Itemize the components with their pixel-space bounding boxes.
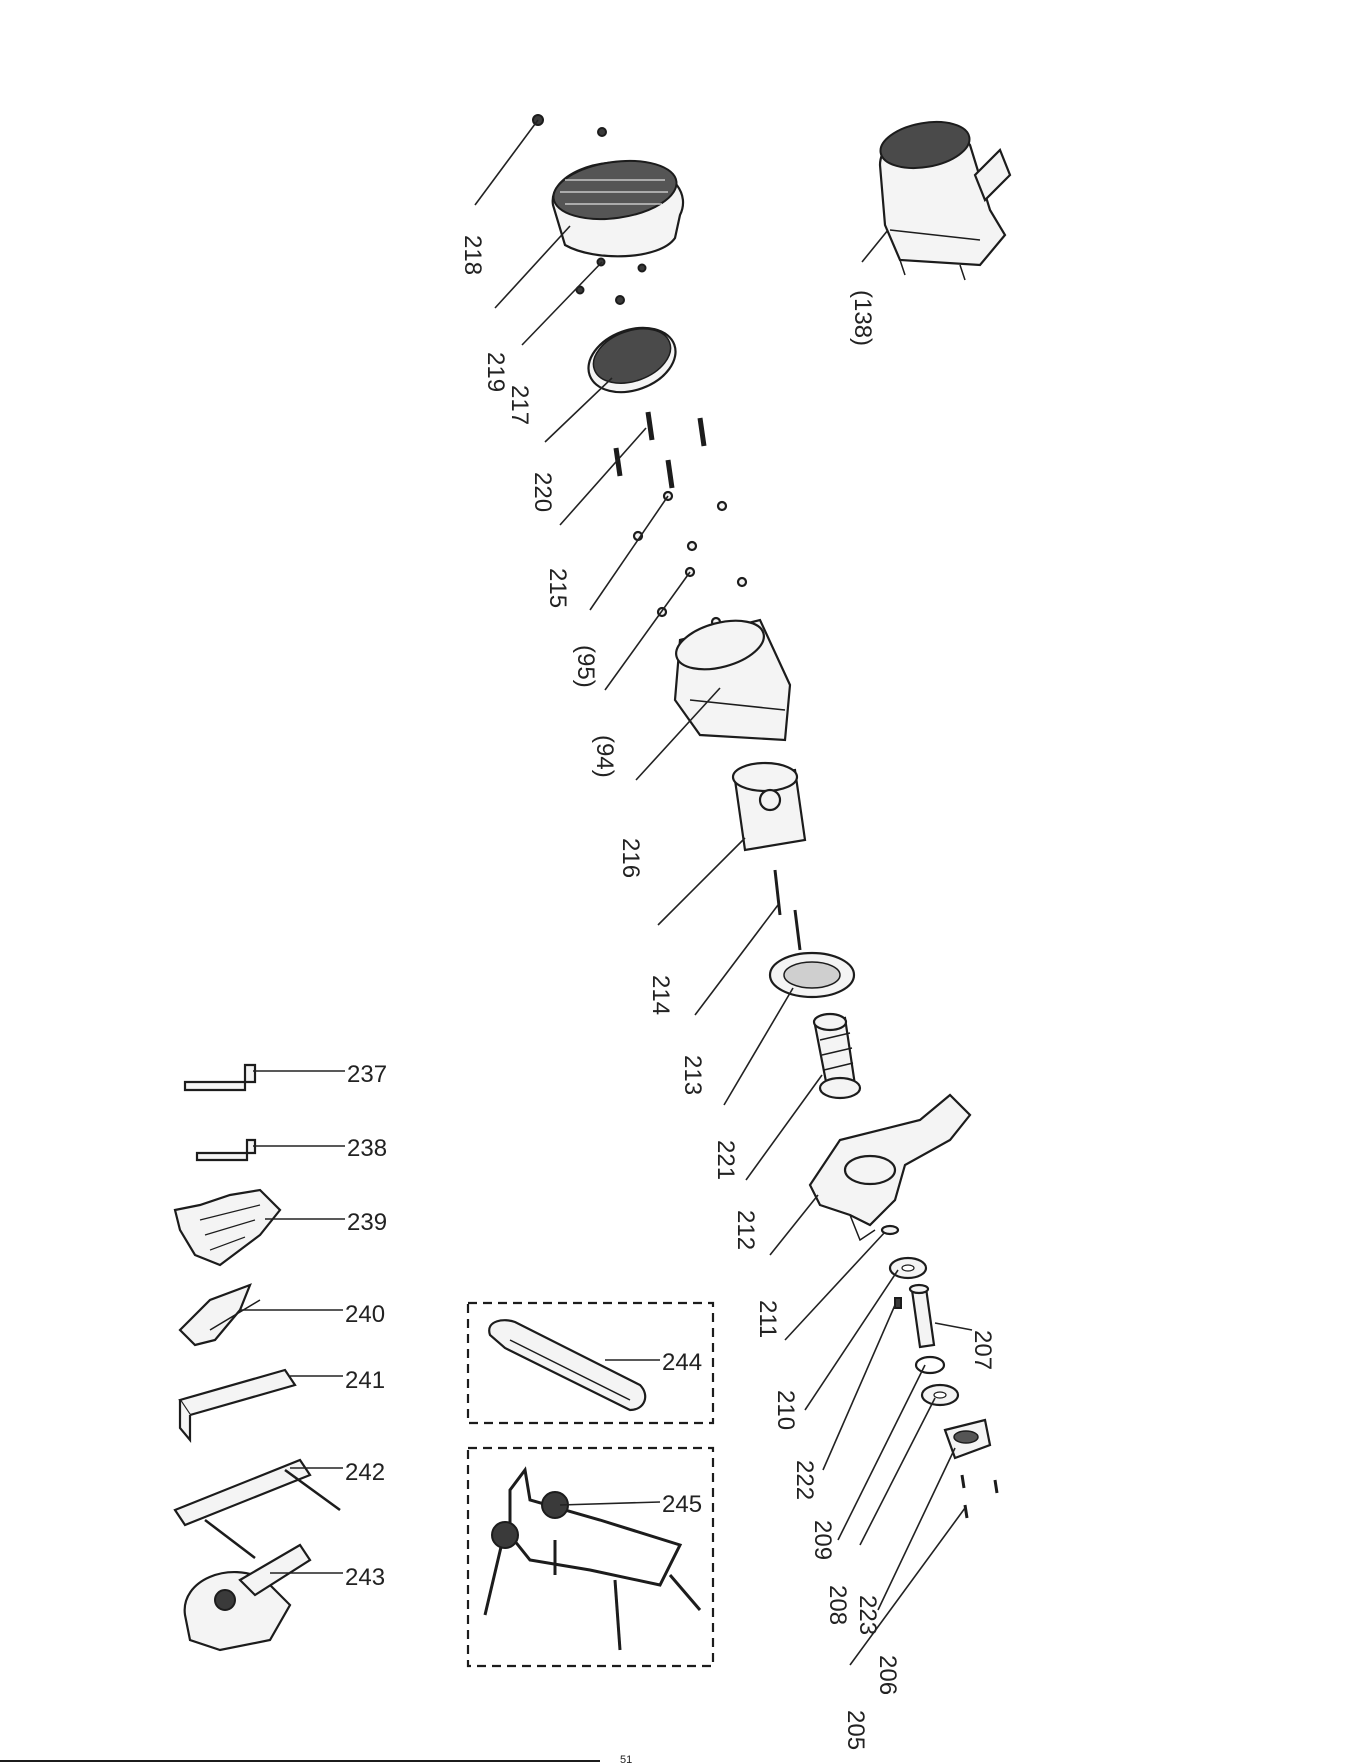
callout-c95: (95) [572,645,599,688]
callout-c240: 240 [345,1301,385,1328]
callout-c222: 222 [791,1460,818,1500]
part-243-miter-gauge [185,1545,310,1650]
part-242-extension [175,1460,340,1558]
part-221-baffle [770,953,854,997]
callout-c211: 211 [754,1300,781,1338]
part-237-hex-key [185,1065,255,1090]
callout-c215: 215 [544,568,571,608]
callout-c206: 206 [874,1655,901,1695]
part-220-fan-grill [579,316,684,403]
part-239-guard [175,1190,280,1265]
callout-c212: 212 [732,1210,759,1250]
callout-c220: 220 [529,472,556,512]
callout-c245: 245 [662,1491,702,1518]
part-218-screws [533,115,606,136]
part-240-riving-knife [180,1285,260,1345]
callout-c209: 209 [809,1520,836,1560]
callout-c218: 218 [459,235,486,275]
callout-c238: 238 [347,1135,387,1162]
callout-c221: 221 [712,1140,739,1180]
part-205-screws [962,1475,997,1518]
callout-c237: 237 [347,1061,387,1088]
part-216-motor-housing [671,612,790,740]
callout-c239: 239 [347,1209,387,1236]
part-215-bolts [616,412,704,488]
box-245 [468,1448,713,1666]
part-244-throat-plate [489,1320,645,1410]
callout-c242: 242 [345,1459,385,1486]
callout-c243: 243 [345,1564,385,1591]
part-211-gear-case [810,1095,970,1240]
footer-page-mark: 51 [620,1754,632,1763]
callout-c208: 208 [824,1585,851,1625]
part-209-key [895,1298,901,1308]
part-223-bearing [922,1385,958,1405]
callout-c138: (138) [849,290,876,346]
part-238-hex-key [197,1140,255,1160]
callout-c216: 216 [617,838,644,878]
callout-c241: 241 [345,1367,385,1394]
callout-c214: 214 [647,975,674,1015]
callout-c205: 205 [842,1710,869,1750]
part-213-long-bolts [775,870,800,950]
callout-c207: 207 [969,1330,996,1370]
callout-c217: 217 [506,385,533,425]
callout-c223: 223 [854,1595,881,1635]
part-219-end-cap [550,154,683,257]
part-217-screws [577,259,646,305]
part-138-motor-assembly [877,116,1010,280]
part-95-94-washers [634,492,746,626]
part-214-stator [733,763,805,850]
callout-c244: 244 [662,1349,702,1376]
callout-c210: 210 [772,1390,799,1430]
part-241-fence [180,1370,295,1440]
part-208-ring [916,1357,944,1373]
callout-c94: (94) [591,735,618,778]
callout-c213: 213 [679,1055,706,1095]
part-206-retainer [945,1420,990,1458]
part-207-spindle [910,1285,934,1347]
callout-c219: 219 [482,352,509,392]
part-212-armature [814,1014,860,1098]
